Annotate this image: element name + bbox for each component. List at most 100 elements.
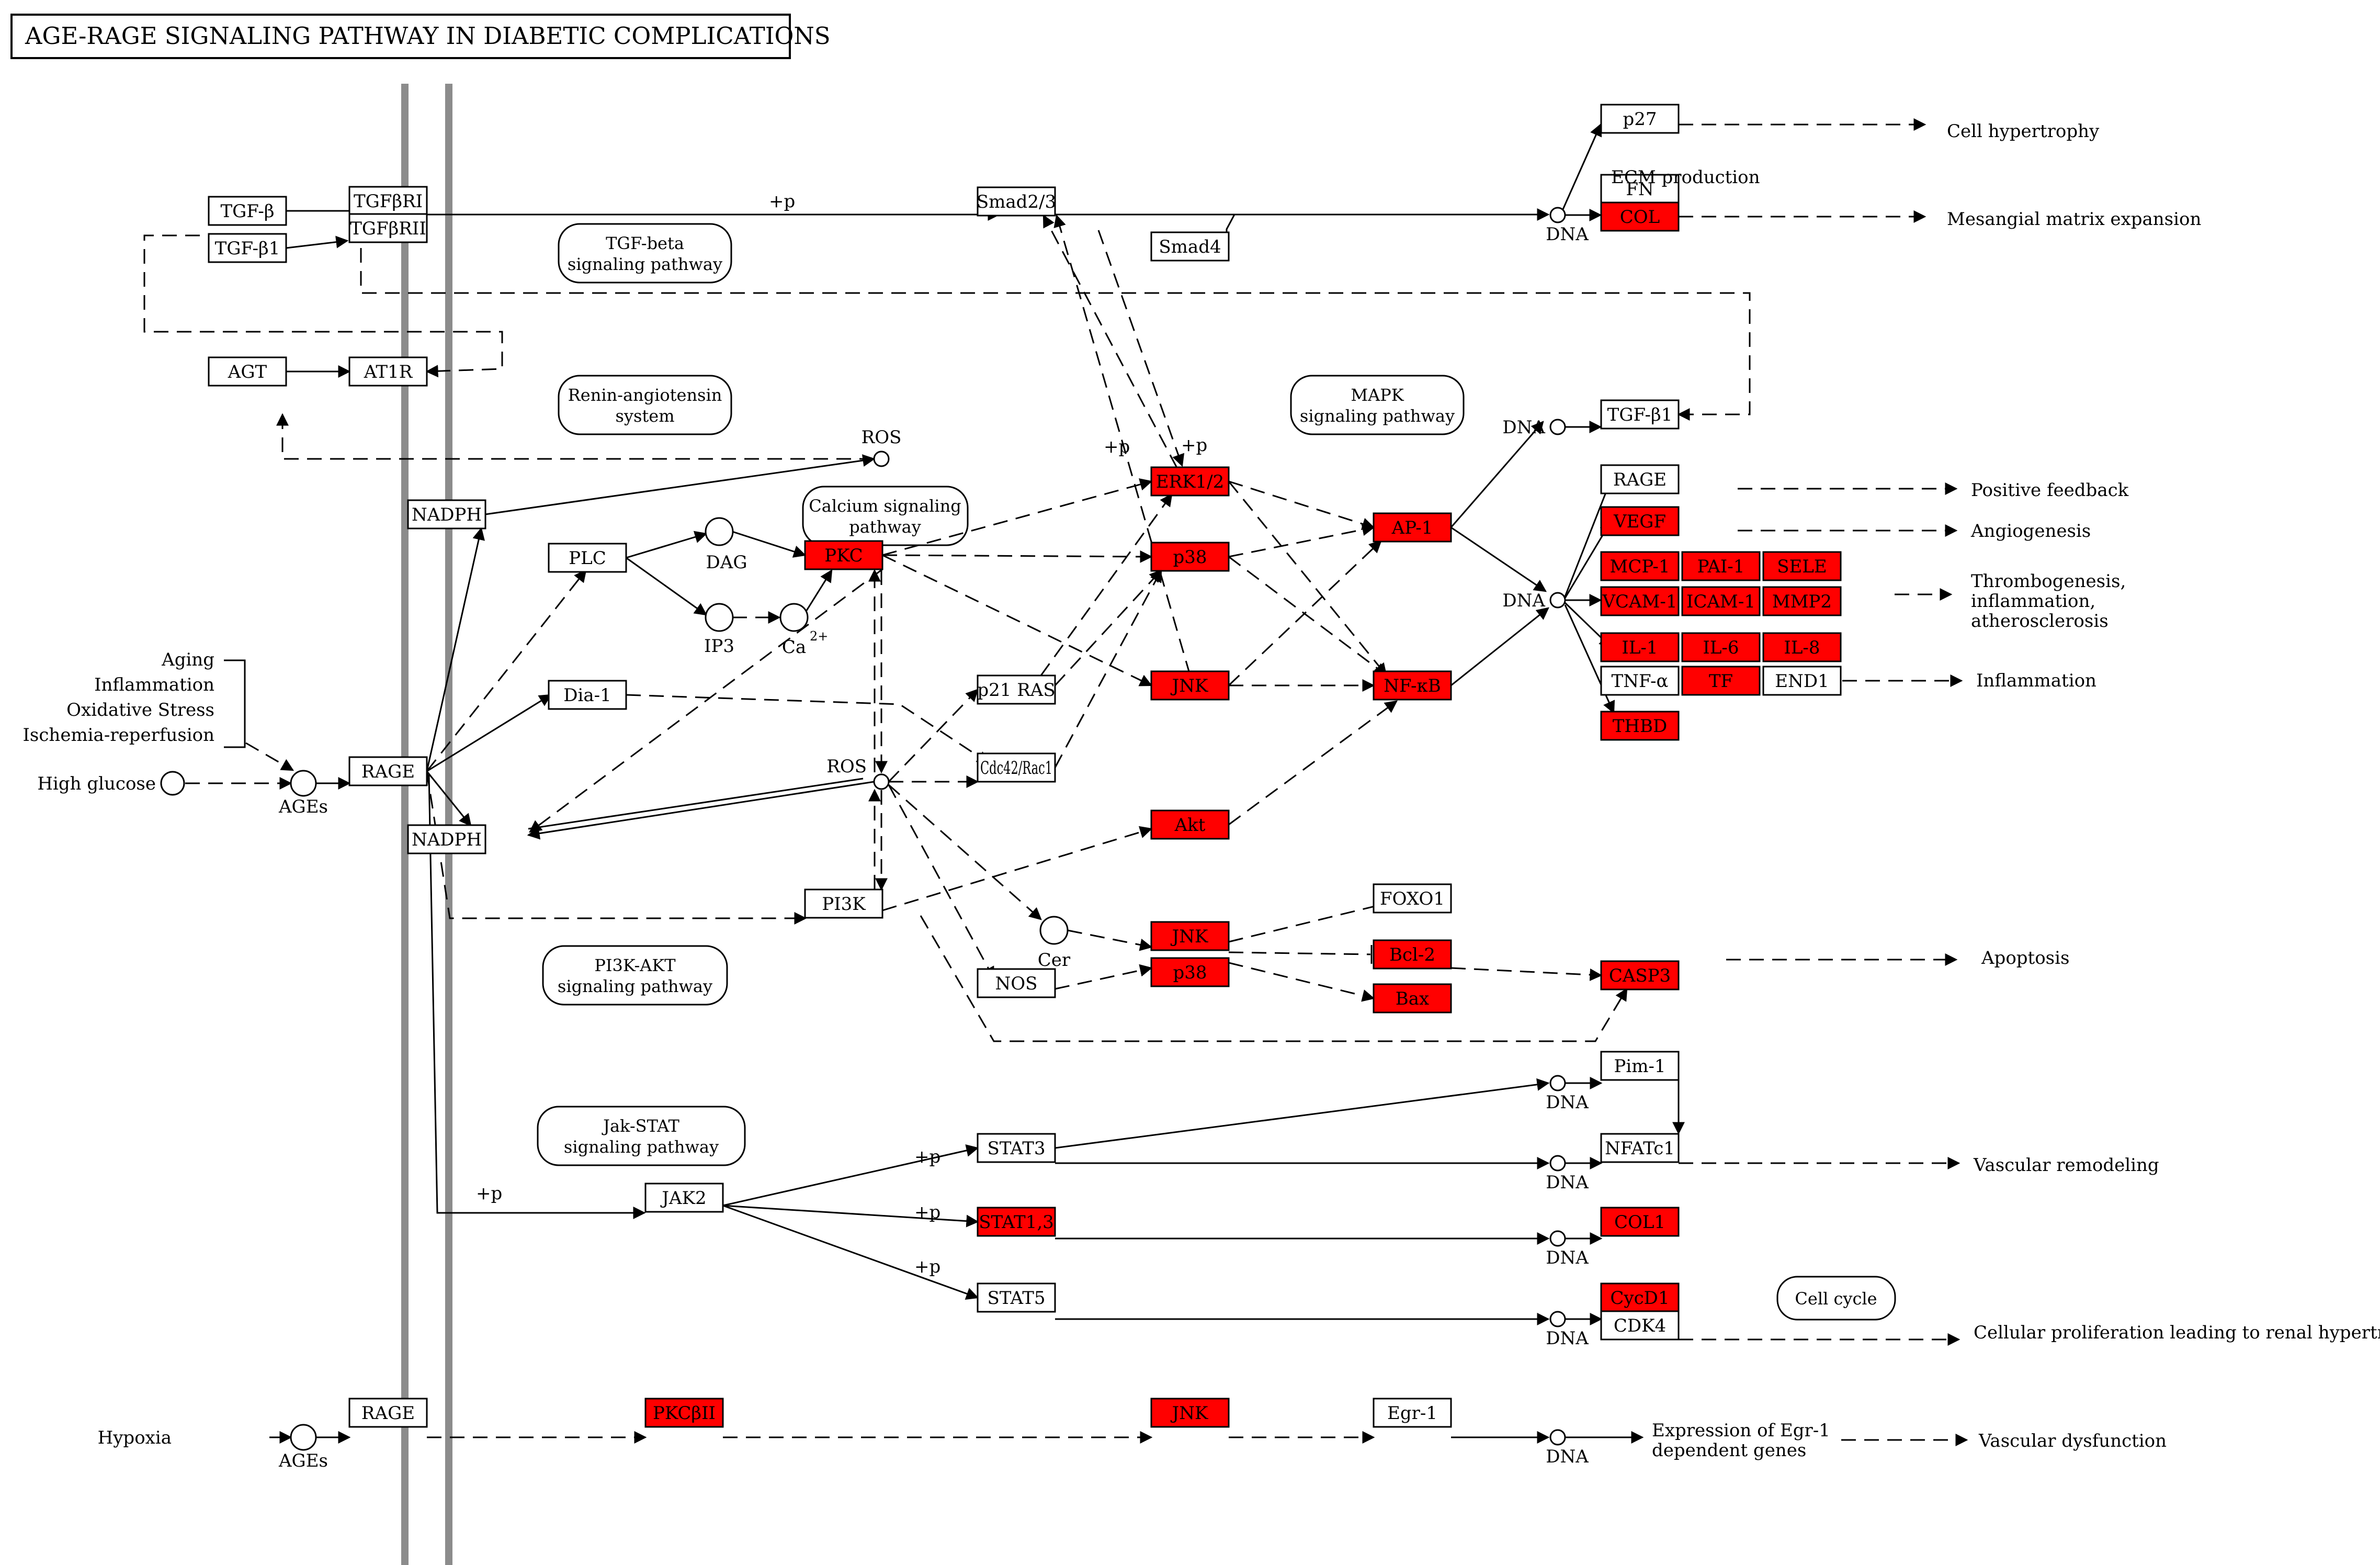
- gene-label: VCAM-1: [1602, 591, 1677, 612]
- gene-node-mmp2[interactable]: MMP2: [1762, 586, 1842, 616]
- compound-ca[interactable]: Ca: [779, 603, 809, 658]
- gene-node-nadph-top[interactable]: NADPH: [407, 499, 486, 530]
- gene-node-nfkb[interactable]: NF-κB: [1373, 670, 1452, 701]
- gene-node-rage-right[interactable]: RAGE: [1600, 464, 1680, 494]
- gene-node-nadph-bottom[interactable]: NADPH: [407, 824, 486, 854]
- gene-node-at1r[interactable]: AT1R: [348, 356, 428, 387]
- gene-node-stat13[interactable]: STAT1,3: [977, 1207, 1056, 1237]
- gene-node-p38-low[interactable]: p38: [1150, 957, 1230, 987]
- gene-node-stat5[interactable]: STAT5: [977, 1282, 1056, 1313]
- dna-label: DNA: [1546, 1172, 1589, 1193]
- gene-node-jnk-bottom[interactable]: JNK: [1150, 1398, 1230, 1428]
- dna-label: DNA: [1502, 590, 1545, 611]
- gene-node-nos[interactable]: NOS: [977, 968, 1056, 998]
- edge: [428, 774, 646, 1219]
- gene-node-pkc[interactable]: PKC: [804, 540, 883, 570]
- gene-node-akt[interactable]: Akt: [1150, 809, 1230, 840]
- edge: [626, 531, 708, 559]
- gene-node-foxo1[interactable]: FOXO1: [1373, 883, 1452, 914]
- edge: [1097, 230, 1185, 467]
- gene-node-rage-mid[interactable]: RAGE: [348, 756, 428, 786]
- gene-node-sele[interactable]: SELE: [1762, 551, 1842, 581]
- gene-label: Smad4: [1159, 237, 1221, 257]
- pathway-cell-cycle[interactable]: Cell cycle: [1776, 1276, 1896, 1321]
- compound-ros-top[interactable]: ROS: [862, 427, 902, 467]
- gene-node-bcl2[interactable]: Bcl-2: [1373, 939, 1452, 970]
- gene-node-tnfa[interactable]: TNF-α: [1600, 666, 1680, 696]
- gene-node-il1[interactable]: IL-1: [1600, 632, 1680, 662]
- pathway-calcium[interactable]: Calcium signaling pathway: [802, 486, 969, 546]
- gene-node-plc[interactable]: PLC: [548, 543, 627, 573]
- gene-node-il6[interactable]: IL-6: [1681, 632, 1761, 662]
- gene-node-cdc42rac1[interactable]: Cdc42/Rac1: [977, 752, 1056, 783]
- svg-text:PI3K-AKT: PI3K-AKT: [594, 955, 676, 975]
- gene-node-ap1[interactable]: AP-1: [1373, 512, 1452, 543]
- pathway-tgfbeta[interactable]: TGF-beta signaling pathway: [558, 223, 732, 284]
- gene-node-casp3[interactable]: CASP3: [1600, 960, 1680, 990]
- edge: [888, 689, 979, 783]
- pathway-mapk[interactable]: MAPK signaling pathway: [1290, 375, 1465, 435]
- gene-node-rage-bottom[interactable]: RAGE: [348, 1398, 428, 1428]
- gene-node-end1[interactable]: END1: [1762, 666, 1842, 696]
- gene-label: NOS: [995, 973, 1038, 994]
- gene-node-pi3k[interactable]: PI3K: [804, 888, 883, 919]
- gene-node-fn[interactable]: FN: [1600, 174, 1680, 204]
- compound-hypoxia[interactable]: Hypoxia: [98, 1427, 172, 1448]
- compound-ip3[interactable]: IP3: [704, 603, 734, 657]
- pathway-renin-angiotensin[interactable]: Renin-angiotensin system: [558, 375, 732, 435]
- gene-node-thbd[interactable]: THBD: [1600, 711, 1680, 741]
- gene-node-smad4[interactable]: Smad4: [1150, 231, 1230, 262]
- edge: [1228, 700, 1398, 826]
- gene-node-jnk-low[interactable]: JNK: [1150, 921, 1230, 951]
- gene-node-pkcbii[interactable]: PKCβII: [644, 1398, 724, 1428]
- edge: [1450, 421, 1544, 528]
- gene-node-smad23[interactable]: Smad2/3: [977, 186, 1056, 217]
- gene-node-cycd1[interactable]: CycD1: [1600, 1282, 1680, 1313]
- edge: [426, 771, 472, 827]
- gene-node-jak2[interactable]: JAK2: [644, 1183, 724, 1213]
- gene-node-vegf[interactable]: VEGF: [1600, 506, 1680, 536]
- gene-node-p38-top[interactable]: p38: [1150, 542, 1230, 572]
- compound-high-glucose[interactable]: High glucose: [37, 771, 185, 796]
- compound-dag[interactable]: DAG: [705, 517, 747, 573]
- gene-node-cdk4[interactable]: CDK4: [1600, 1310, 1680, 1341]
- edge: [1067, 929, 1153, 951]
- gene-node-p21ras[interactable]: p21 RAS: [977, 674, 1056, 705]
- svg-text:signaling pathway: signaling pathway: [1300, 406, 1455, 426]
- gene-node-jnk-mid[interactable]: JNK: [1150, 670, 1230, 701]
- gene-node-mcp1[interactable]: MCP-1: [1600, 551, 1680, 581]
- gene-node-tgfbr2[interactable]: TGFβRII: [348, 213, 428, 243]
- compound-ages-bottom[interactable]: AGEs: [278, 1424, 328, 1471]
- compound-cer[interactable]: Cer: [1038, 916, 1071, 971]
- gene-node-tgfb[interactable]: TGF-β: [208, 196, 287, 226]
- gene-node-tf[interactable]: TF: [1681, 666, 1761, 696]
- gene-node-il8[interactable]: IL-8: [1762, 632, 1842, 662]
- compound-ros-mid[interactable]: ROS: [826, 756, 890, 790]
- gene-node-vcam1[interactable]: VCAM-1: [1600, 586, 1680, 616]
- pathway-pi3k-akt[interactable]: PI3K-AKT signaling pathway: [542, 945, 728, 1006]
- gene-node-tgfb1-right[interactable]: TGF-β1: [1600, 399, 1680, 430]
- edge: [722, 1204, 979, 1228]
- gene-node-col1[interactable]: COL1: [1600, 1207, 1680, 1237]
- gene-node-agt[interactable]: AGT: [208, 356, 287, 387]
- pathway-jak-stat[interactable]: Jak-STAT signaling pathway: [537, 1106, 746, 1166]
- compound-ages-mid[interactable]: AGEs: [278, 770, 328, 817]
- gene-node-tgfb1-left[interactable]: TGF-β1: [208, 233, 287, 263]
- gene-node-tgfbr1[interactable]: TGFβRI: [348, 186, 428, 216]
- gene-node-p27[interactable]: p27: [1600, 104, 1680, 134]
- stress-ischemia: Ischemia-reperfusion: [23, 725, 215, 746]
- gene-node-erk12[interactable]: ERK1/2: [1150, 466, 1230, 497]
- gene-node-col-top[interactable]: COL: [1600, 201, 1680, 232]
- gene-node-nfatc1[interactable]: NFATc1: [1600, 1133, 1680, 1163]
- gene-node-bax[interactable]: Bax: [1373, 983, 1452, 1014]
- gene-node-pim1[interactable]: Pim-1: [1600, 1051, 1680, 1081]
- gene-node-stat3[interactable]: STAT3: [977, 1133, 1056, 1163]
- gene-node-dia1[interactable]: Dia-1: [548, 680, 627, 710]
- edge: [527, 781, 875, 840]
- dna-label: DNA: [1546, 1247, 1589, 1268]
- gene-node-egr1[interactable]: Egr-1: [1373, 1398, 1452, 1428]
- gene-node-pai1[interactable]: PAI-1: [1681, 551, 1761, 581]
- edge: [882, 478, 1153, 556]
- gene-label: p38: [1173, 962, 1207, 983]
- gene-node-icam1[interactable]: ICAM-1: [1681, 586, 1761, 616]
